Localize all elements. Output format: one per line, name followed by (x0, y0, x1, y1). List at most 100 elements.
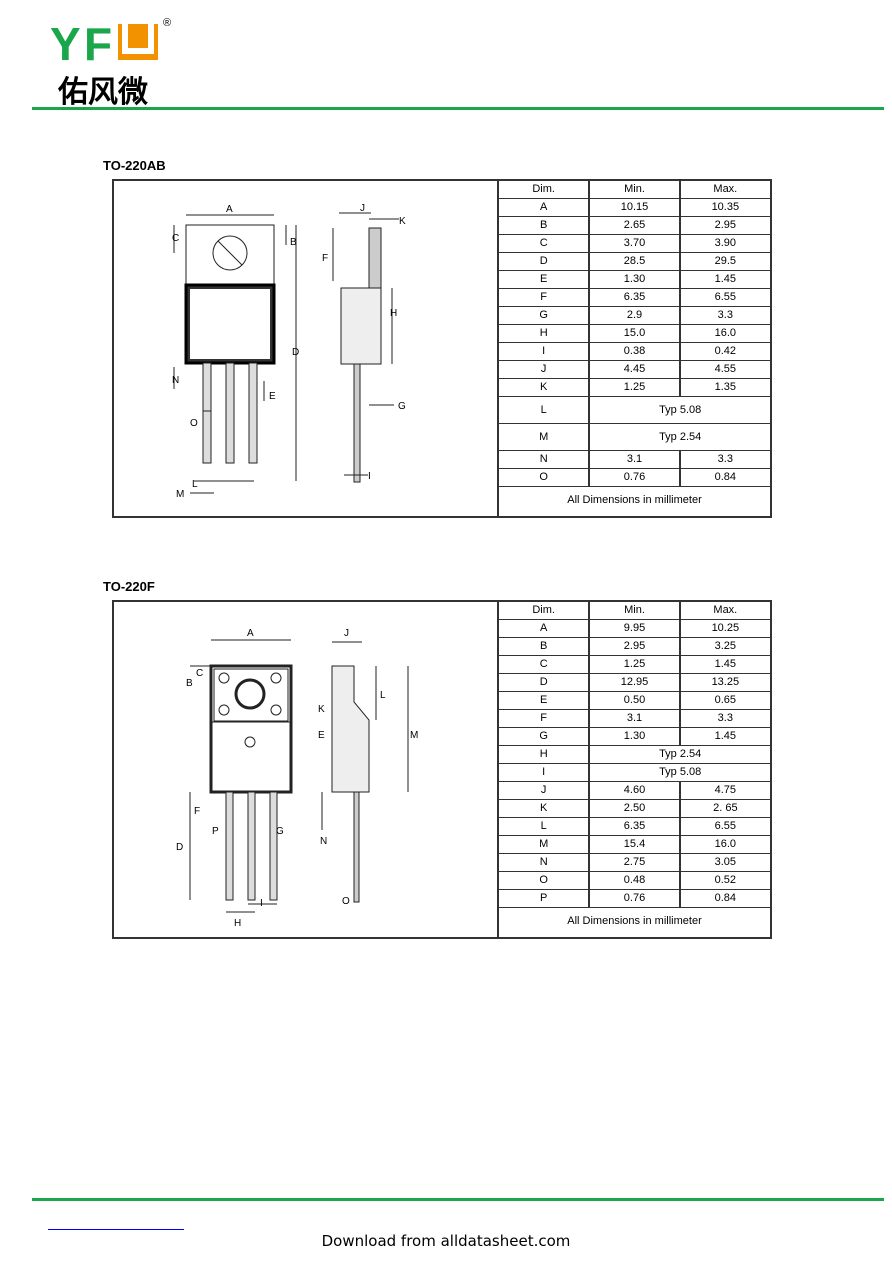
dim-cell: G (499, 727, 590, 746)
dim-cell: N (499, 450, 590, 469)
dim-cell: D (499, 252, 590, 271)
dim-label-k: K (399, 216, 406, 227)
dim-cell: K (499, 378, 590, 397)
dim-cell: I (499, 342, 590, 361)
value-cell: 0.84 (678, 468, 770, 487)
dim-label-g: G (276, 826, 284, 837)
footer-link-underline[interactable] (48, 1229, 184, 1230)
package-title-to220f: TO-220F (103, 579, 155, 594)
dim-label-g: G (398, 401, 406, 412)
table-footer-row: All Dimensions in millimeter (499, 907, 770, 934)
dim-cell: M (499, 423, 590, 451)
dim-cell: H (499, 745, 590, 764)
dim-label-j: J (344, 628, 349, 639)
dim-label-c: C (172, 233, 179, 244)
dim-label-k: K (318, 704, 325, 715)
value-cell: Typ 2.54 (588, 745, 770, 764)
package-panel-to220ab: A B C D E F G H I J K L M N O Dim.Min.Ma… (112, 179, 772, 518)
value-cell: 0.84 (678, 889, 770, 908)
dim-cell: M (499, 835, 590, 854)
logo-graphic: Y F ® 佑风微 (50, 17, 171, 110)
dim-cell: C (499, 234, 590, 253)
value-cell: 1.35 (678, 378, 770, 397)
side-body (340, 287, 382, 365)
dim-label-a: A (247, 628, 254, 639)
dim-cell: B (499, 637, 590, 656)
dim-label-o: O (342, 896, 350, 907)
dim-cell: O (499, 468, 590, 487)
value-cell: 4.45 (588, 360, 681, 379)
lead-2 (247, 791, 256, 901)
dim-cell: L (499, 817, 590, 836)
value-cell: 0.48 (588, 871, 681, 890)
value-cell: 6.55 (678, 288, 770, 307)
side-body (331, 665, 370, 793)
dim-cell: C (499, 655, 590, 674)
side-lead (353, 791, 360, 903)
value-cell: 6.55 (678, 817, 770, 836)
dim-label-c: C (196, 668, 203, 679)
dim-label-f: F (322, 253, 328, 264)
tab-outline (185, 224, 275, 286)
value-cell: 1.25 (588, 655, 681, 674)
logo-letter-f: F (84, 18, 112, 70)
value-cell: 2.50 (588, 799, 681, 818)
dim-cell: F (499, 288, 590, 307)
column-header: Min. (588, 181, 681, 199)
mounting-hole (234, 678, 266, 710)
dim-label-n: N (172, 375, 179, 386)
value-cell: 29.5 (678, 252, 770, 271)
value-cell: 0.42 (678, 342, 770, 361)
value-cell: 3.1 (588, 709, 681, 728)
download-notice: Download from alldatasheet.com (321, 1232, 571, 1250)
value-cell: 0.50 (588, 691, 681, 710)
lead-2 (225, 362, 235, 464)
dim-label-a: A (226, 204, 233, 215)
table-footer: All Dimensions in millimeter (499, 486, 770, 513)
value-cell: 16.0 (678, 324, 770, 343)
value-cell: 1.45 (678, 727, 770, 746)
value-cell: 1.45 (678, 655, 770, 674)
value-cell: 10.35 (678, 198, 770, 217)
value-cell: 4.75 (678, 781, 770, 800)
dim-label-d: D (176, 842, 183, 853)
table-footer-row: All Dimensions in millimeter (499, 486, 770, 513)
dim-cell: F (499, 709, 590, 728)
value-cell: 3.90 (678, 234, 770, 253)
dim-cell: I (499, 763, 590, 782)
registered-mark: ® (163, 17, 171, 29)
dim-label-h: H (234, 918, 241, 929)
dim-label-e: E (269, 391, 276, 402)
value-cell: 3.3 (678, 709, 770, 728)
value-cell: 10.25 (678, 619, 770, 638)
value-cell: 15.4 (588, 835, 681, 854)
to220ab-outline-drawing: A B C D E F G H I J K L M N O (114, 181, 497, 516)
dim-cell: E (499, 691, 590, 710)
column-header: Dim. (499, 181, 590, 199)
value-cell: 1.25 (588, 378, 681, 397)
dim-cell: J (499, 781, 590, 800)
value-cell: 0.65 (678, 691, 770, 710)
dim-cell: H (499, 324, 590, 343)
value-cell: 0.76 (588, 889, 681, 908)
company-logo: Y F ® 佑风微 (48, 14, 178, 110)
dim-label-e: E (318, 730, 325, 741)
value-cell: 0.38 (588, 342, 681, 361)
